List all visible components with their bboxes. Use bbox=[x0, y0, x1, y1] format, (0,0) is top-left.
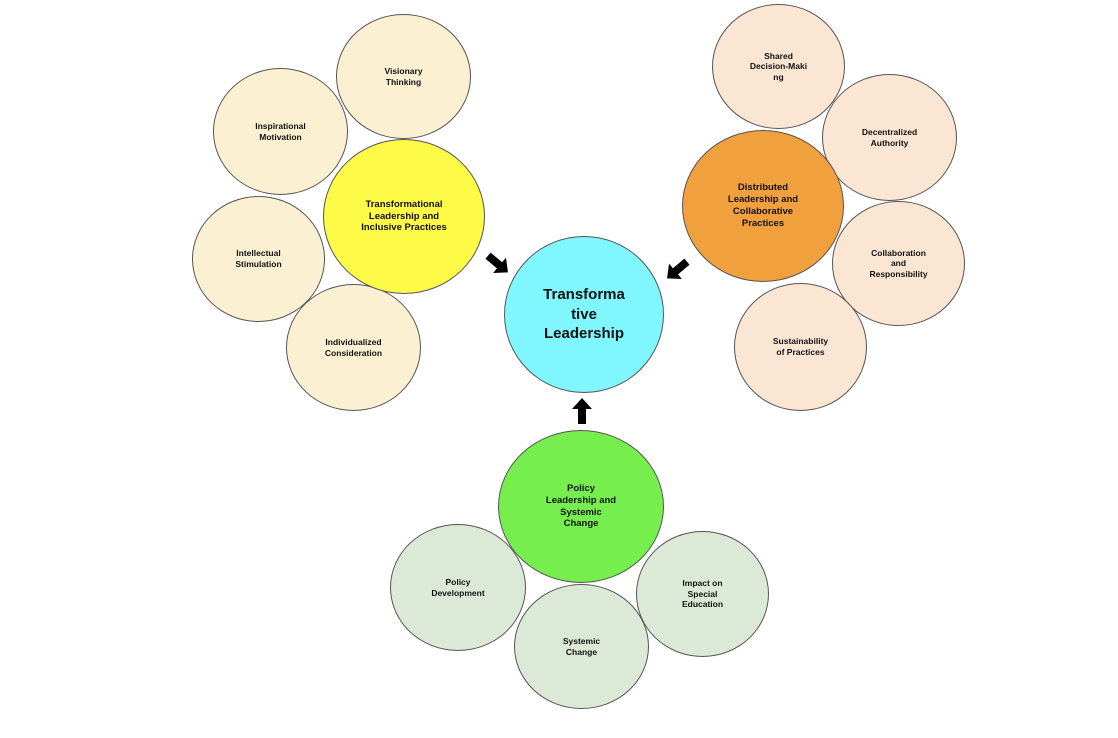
node-label: Individualized Consideration bbox=[324, 336, 383, 358]
sustainability-of-practices-node: Sustainability of Practices bbox=[734, 283, 867, 411]
node-label: Shared Decision-Maki ng bbox=[749, 50, 808, 82]
systemic-change-node: Systemic Change bbox=[514, 584, 649, 709]
policy-leadership-hub: Policy Leadership and Systemic Change bbox=[498, 430, 664, 583]
node-label: Impact on Special Education bbox=[681, 578, 724, 610]
node-label: Decentralized Authority bbox=[861, 126, 918, 148]
distributed-leadership-hub: Distributed Leadership and Collaborative… bbox=[682, 130, 844, 282]
node-label: Collaboration and Responsibility bbox=[869, 247, 928, 279]
node-label: Sustainability of Practices bbox=[772, 336, 829, 357]
shared-decision-making-node: Shared Decision-Maki ng bbox=[712, 4, 845, 129]
node-label: Inspirational Motivation bbox=[255, 120, 306, 142]
visionary-thinking-node: Visionary Thinking bbox=[336, 14, 471, 139]
arrow-left-hub-to-center bbox=[485, 252, 508, 273]
node-label: Distributed Leadership and Collaborative… bbox=[727, 182, 799, 229]
node-label: Systemic Change bbox=[562, 635, 601, 657]
decentralized-authority-node: Decentralized Authority bbox=[822, 74, 957, 201]
transformative-leadership-center: Transforma tive Leadership bbox=[504, 236, 664, 393]
node-label: Policy Development bbox=[431, 576, 485, 598]
arrow-right-hub-to-center bbox=[667, 258, 690, 279]
node-label: Visionary Thinking bbox=[384, 65, 423, 87]
policy-development-node: Policy Development bbox=[390, 524, 526, 651]
inspirational-motivation-node: Inspirational Motivation bbox=[213, 68, 348, 195]
intellectual-stimulation-node: Intellectual Stimulation bbox=[192, 196, 325, 322]
impact-special-education-node: Impact on Special Education bbox=[636, 531, 769, 657]
node-label: Transformational Leadership and Inclusiv… bbox=[361, 198, 447, 234]
collaboration-responsibility-node: Collaboration and Responsibility bbox=[832, 201, 965, 326]
node-label: Transforma tive Leadership bbox=[543, 286, 625, 343]
node-label: Intellectual Stimulation bbox=[235, 248, 282, 269]
individualized-consideration-node: Individualized Consideration bbox=[286, 284, 421, 411]
transformational-leadership-hub: Transformational Leadership and Inclusiv… bbox=[323, 139, 485, 294]
node-label: Policy Leadership and Systemic Change bbox=[545, 482, 617, 530]
arrow-bottom-hub-to-center bbox=[572, 398, 592, 424]
